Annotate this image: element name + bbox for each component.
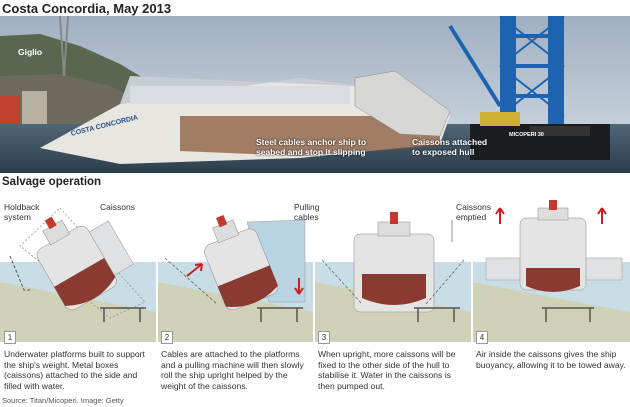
salvage-steps-diagram bbox=[0, 194, 630, 342]
step-number: 1 bbox=[4, 331, 16, 344]
step-caption: Cables are attached to the platforms and… bbox=[161, 349, 304, 391]
steel-cables-label: Steel cables anchor ship to seabed and s… bbox=[256, 137, 367, 157]
pulling-cables-label: Pulling cables bbox=[294, 202, 320, 222]
step-number: 2 bbox=[161, 331, 173, 344]
holdback-system-label: Holdback system bbox=[4, 202, 40, 222]
step-number: 3 bbox=[318, 331, 330, 344]
step-4-illustration bbox=[472, 194, 630, 342]
giglio-label: Giglio bbox=[18, 47, 43, 57]
step-caption: Underwater platforms built to support th… bbox=[4, 349, 145, 391]
step-1-illustration bbox=[0, 194, 157, 342]
caissons-emptied-label: Caissons emptied bbox=[456, 202, 491, 222]
step-2-illustration bbox=[157, 194, 314, 342]
crane-name-label: MICOPERI 30 bbox=[509, 132, 544, 138]
step-caption: When upright, more caissons will be fixe… bbox=[318, 349, 456, 391]
step-3-illustration bbox=[314, 194, 472, 342]
step-number: 4 bbox=[476, 331, 488, 344]
step-caption: Air inside the caissons gives the ship b… bbox=[476, 349, 626, 370]
caissons-label: Caissons bbox=[100, 202, 135, 212]
source-credit: Source: Titan/Micoperi. Image: Getty bbox=[2, 396, 124, 405]
page-title: Costa Concordia, May 2013 bbox=[2, 1, 172, 16]
photo-illustration bbox=[0, 16, 630, 173]
section-title: Salvage operation bbox=[2, 176, 102, 188]
photo-costa-concordia: Giglio COSTA CONCORDIA MICOPERI 30 Steel… bbox=[0, 16, 630, 173]
caissons-attached-label: Caissons attached to exposed hull bbox=[412, 137, 488, 157]
